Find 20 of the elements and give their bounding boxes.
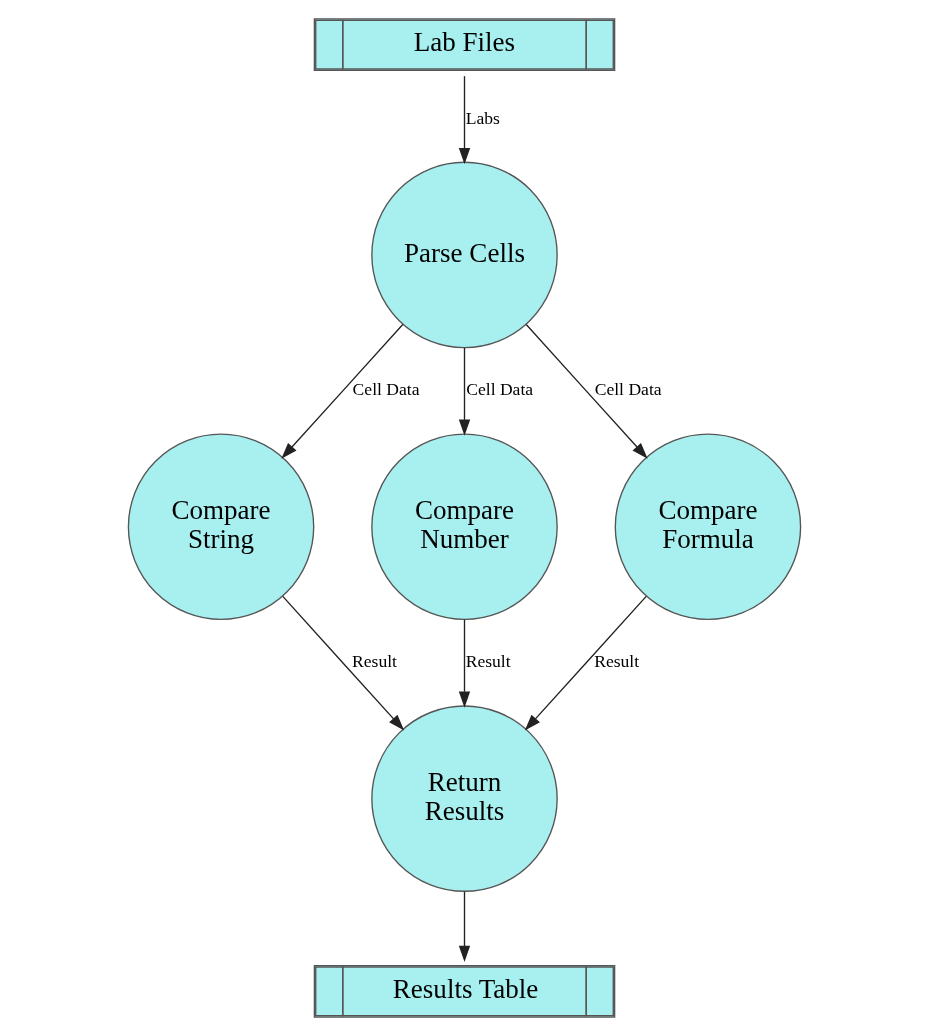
- arrow: [458, 347, 471, 436]
- arrow: [458, 618, 471, 708]
- edge-label: Cell Data: [466, 379, 534, 400]
- node-circle: Parse Cells: [371, 161, 558, 349]
- arrow: [458, 891, 471, 962]
- arrow: [282, 595, 405, 731]
- arrow: [281, 323, 404, 459]
- edge-label: Labs: [465, 107, 500, 128]
- node-circle: Return Results: [371, 705, 558, 892]
- edge-label: Cell Data: [352, 379, 420, 400]
- node-circle: Compare Formula: [614, 433, 802, 621]
- edge-label: Result: [594, 651, 640, 672]
- edge-label: Cell Data: [594, 379, 662, 400]
- arrow: [525, 323, 648, 459]
- edge-label: Result: [352, 651, 398, 672]
- edge-label: Result: [465, 651, 511, 672]
- node-circle: Compare String: [127, 433, 315, 621]
- arrow: [458, 75, 471, 165]
- node-circle: Compare Number: [371, 433, 558, 621]
- arrow: [524, 595, 647, 731]
